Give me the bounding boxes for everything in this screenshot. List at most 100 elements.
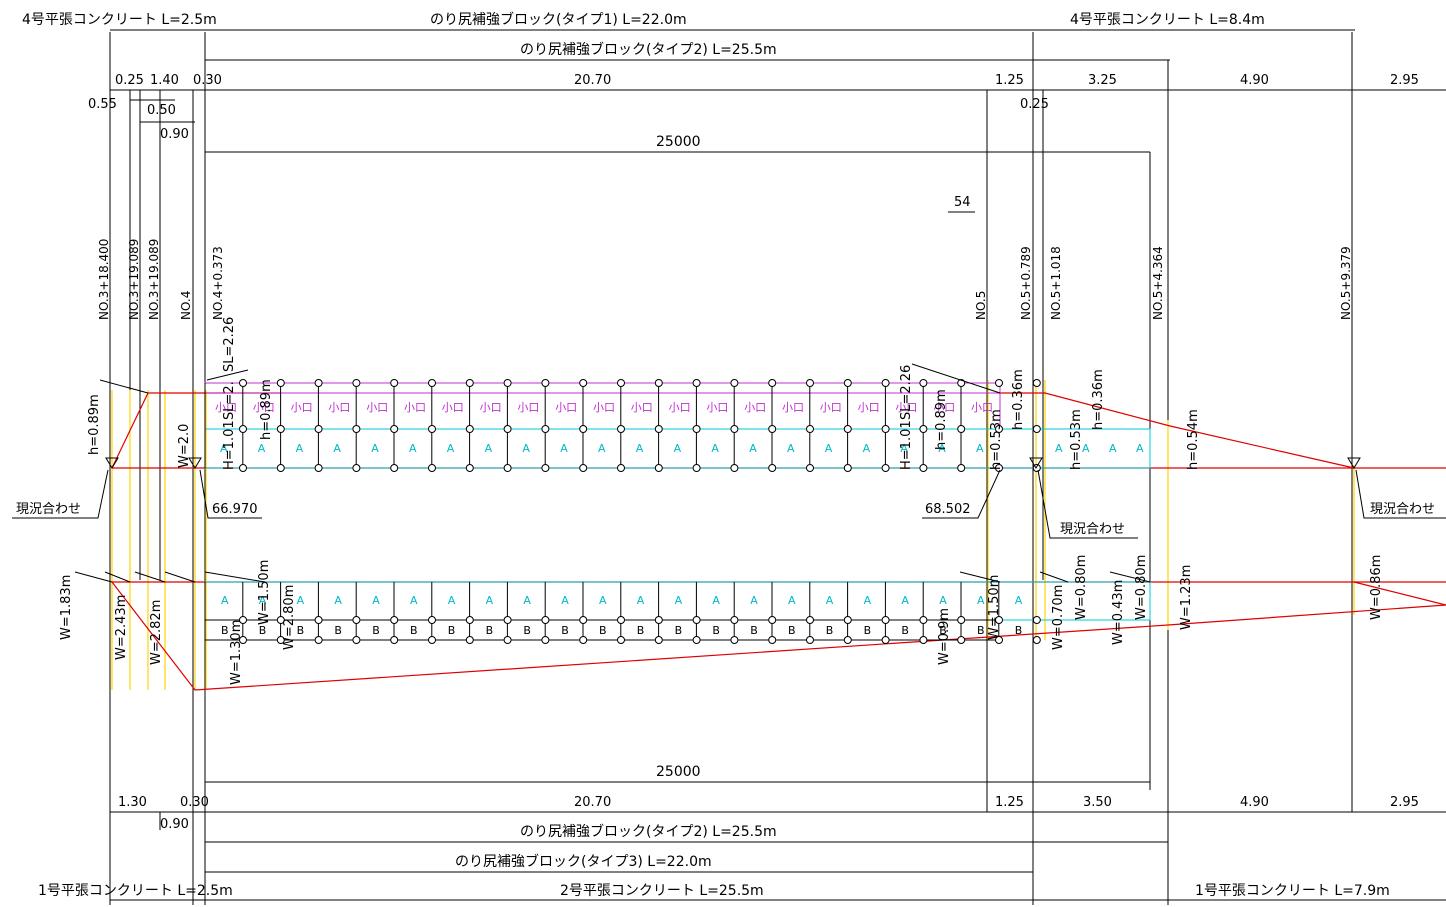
block-a-label: A xyxy=(1136,442,1144,455)
block-small-label: 小口 xyxy=(706,401,728,414)
plan-a-label: A xyxy=(750,594,758,607)
block-a-label: A xyxy=(749,442,757,455)
plan-node xyxy=(919,636,928,644)
block-a-label: A xyxy=(447,442,455,455)
plan-a-label: A xyxy=(712,594,720,607)
profile-h-right5: h=0.53m xyxy=(1069,409,1084,470)
block-a-label: A xyxy=(787,442,795,455)
dim-bot-130: 1.30 xyxy=(118,795,147,810)
block-a-label: A xyxy=(1055,442,1063,455)
block-node xyxy=(428,425,436,433)
profile-h-left2: h=0.89m xyxy=(259,379,274,440)
plan-node xyxy=(465,636,474,644)
block-node xyxy=(806,379,814,387)
dim-top-125: 1.25 xyxy=(995,73,1024,88)
plan-w9: W=0.70m xyxy=(1051,585,1066,650)
block-small-label: 小口 xyxy=(215,401,237,414)
plan-node xyxy=(654,616,663,624)
block-node xyxy=(806,464,814,472)
block-a-label: A xyxy=(900,442,908,455)
dim-bot-295: 2.95 xyxy=(1390,795,1419,810)
bottom-left-concrete-label: 1号平張コンクリート L=2.5m xyxy=(38,883,233,899)
dim-top-140: 1.40 xyxy=(150,73,179,88)
plan-a-label: A xyxy=(486,594,494,607)
block-node xyxy=(541,379,550,387)
station-label: NO.4 xyxy=(179,291,193,320)
block-node xyxy=(881,464,890,472)
plan-b-label: B xyxy=(297,624,305,637)
block-a-label: A xyxy=(1082,442,1090,455)
dim-top-2070: 20.70 xyxy=(574,73,611,88)
dim-top-030: 0.30 xyxy=(193,73,222,88)
plan-node xyxy=(390,616,399,624)
plan-a-label: A xyxy=(599,594,607,607)
plan-b-label: B xyxy=(826,624,834,637)
block-node xyxy=(314,379,323,387)
block-a-label: A xyxy=(976,442,984,455)
block-node xyxy=(314,464,323,472)
plan-node xyxy=(579,636,588,644)
plan-a-label: A xyxy=(410,594,418,607)
plan-b-label: B xyxy=(750,624,758,637)
dim-top-050: 0.50 xyxy=(147,103,176,118)
block-node xyxy=(919,379,928,387)
plan-b-label: B xyxy=(259,624,267,637)
plan-node xyxy=(995,636,1003,644)
block-a-label: A xyxy=(220,442,228,455)
block-node xyxy=(541,425,550,433)
plan-node xyxy=(465,616,474,624)
block-node xyxy=(503,425,512,433)
plan-b-label: B xyxy=(1015,624,1023,637)
plan-b-label: B xyxy=(712,624,720,637)
elev-right: 68.502 xyxy=(925,502,971,517)
plan-b-label: B xyxy=(901,624,909,637)
block-node xyxy=(768,464,777,472)
plan-w8: W=1.50m xyxy=(987,575,1002,640)
block-node xyxy=(617,425,625,433)
block-node xyxy=(843,464,852,472)
plan-node xyxy=(503,636,512,644)
dim-bot-350: 3.50 xyxy=(1083,795,1112,810)
plan-node xyxy=(428,616,436,624)
dim-top-490: 4.90 xyxy=(1240,73,1269,88)
block-a-label: A xyxy=(409,442,417,455)
block-small-label: 小口 xyxy=(858,401,880,414)
plan-node xyxy=(806,616,814,624)
plan-node xyxy=(654,636,663,644)
plan-w14: W=0.86m xyxy=(1369,555,1384,620)
block-a-label: A xyxy=(560,442,568,455)
block-node xyxy=(843,425,852,433)
plan-node xyxy=(1032,616,1041,624)
block-node xyxy=(617,379,625,387)
block-a-label: A xyxy=(636,442,644,455)
plan-w6: W=2.80m xyxy=(282,585,297,650)
plan-b-label: B xyxy=(221,624,229,637)
plan-node xyxy=(541,636,550,644)
block-small-label: 小口 xyxy=(291,401,313,414)
top-type2-label: のり尻補強ブロック(タイプ2) L=25.5m xyxy=(520,41,777,58)
profile-sl-left: SL=2.26 xyxy=(222,317,237,372)
block-a-label: A xyxy=(333,442,341,455)
plan-node xyxy=(1032,636,1041,644)
block-node xyxy=(617,464,625,472)
plan-a-label: A xyxy=(1015,594,1023,607)
block-node xyxy=(995,425,1003,433)
block-a-label: A xyxy=(258,442,266,455)
block-node xyxy=(390,379,399,387)
plan-a-label: A xyxy=(637,594,645,607)
plan-node xyxy=(352,636,361,644)
block-small-label: 小口 xyxy=(328,401,350,414)
plan-node xyxy=(239,616,247,624)
block-a-label: A xyxy=(863,442,871,455)
plan-a-label: A xyxy=(561,594,569,607)
plan-node xyxy=(239,636,247,644)
plan-node xyxy=(919,616,928,624)
plan-node xyxy=(276,636,285,644)
block-node xyxy=(428,464,436,472)
block-a-label: A xyxy=(825,442,833,455)
plan-a-label: A xyxy=(977,594,985,607)
plan-a-label: A xyxy=(372,594,380,607)
station-label: NO.5+1.018 xyxy=(1049,246,1063,320)
plan-b-label: B xyxy=(939,624,947,637)
